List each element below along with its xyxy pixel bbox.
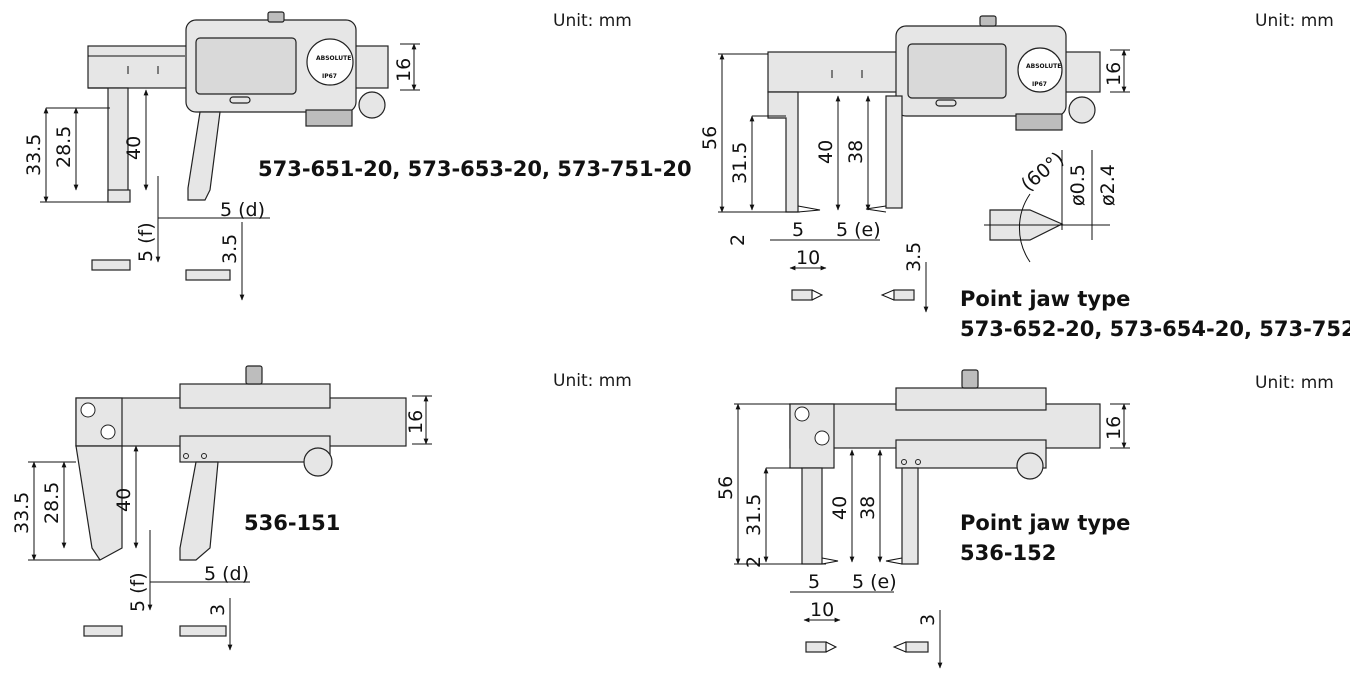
dim-31-5: 31.5 (729, 142, 751, 184)
dim-31-5: 31.5 (743, 494, 765, 536)
dim-56: 56 (715, 476, 737, 500)
logo-text: ABSOLUTE (1026, 63, 1061, 70)
dim-16: 16 (393, 58, 415, 82)
dim-3: 3 (207, 604, 229, 616)
dim-3: 3 (917, 614, 939, 626)
dim-d05: ø0.5 (1067, 164, 1089, 206)
dim-28-5: 28.5 (53, 126, 75, 168)
fixed-jaw (801, 467, 823, 565)
model-number: 573-651-20, 573-653-20, 573-751-20 (258, 157, 692, 181)
upper-slider (895, 387, 1047, 411)
unit-label: Unit: mm (1255, 373, 1334, 393)
dim-5f: 5 (f) (135, 222, 157, 262)
screw-icon (794, 406, 810, 422)
model-number: 573-652-20, 573-654-20, 573-752-20 (960, 317, 1350, 341)
dim-2: 2 (743, 556, 765, 568)
absolute-logo-icon (306, 38, 354, 86)
upper-slider (179, 383, 331, 409)
lcd-screen (907, 43, 1007, 99)
model-number: 536-151 (244, 511, 340, 535)
dim-2: 2 (727, 234, 749, 246)
moving-jaw (187, 111, 221, 201)
dim-5d: 5 (d) (220, 199, 265, 221)
dim-10: 10 (796, 247, 820, 269)
thumb-roller (358, 91, 386, 119)
lock-knob (245, 365, 263, 385)
thumb-wheel (305, 109, 353, 127)
lower-slider (895, 439, 1047, 469)
moving-jaw (179, 461, 219, 561)
unit-label: Unit: mm (553, 371, 632, 391)
model-number: 536-152 (960, 541, 1056, 565)
dim-56: 56 (699, 126, 721, 150)
dim-10: 10 (810, 599, 834, 621)
quadrant-2: Unit: mm ABSOLUTE IP67 56 31.5 40 38 2 5… (699, 11, 1350, 341)
screw-icon (814, 430, 830, 446)
dim-16: 16 (1103, 62, 1125, 86)
lock-knob (961, 369, 979, 389)
jaw-type-title: Point jaw type (960, 511, 1130, 535)
lock-knob (267, 11, 285, 23)
quadrant-4: Unit: mm 56 31.5 40 38 2 5 5 (e) 10 16 (715, 369, 1334, 669)
absolute-logo-icon (1017, 47, 1063, 93)
dim-16: 16 (1103, 416, 1125, 440)
dim-40: 40 (815, 140, 837, 164)
quadrant-3: Unit: mm 33.5 28.5 40 5 (d) 5 (f) 16 3 5… (11, 365, 632, 651)
ip-text: IP67 (322, 73, 337, 80)
dim-3-5: 3.5 (903, 242, 925, 272)
dim-38: 38 (845, 140, 867, 164)
dim-d24: ø2.4 (1097, 164, 1119, 206)
dim-16: 16 (405, 410, 427, 434)
dim-3-5: 3.5 (219, 234, 241, 264)
logo-text: ABSOLUTE (316, 55, 351, 62)
thumb-wheel (1015, 113, 1063, 131)
lcd-screen (195, 37, 297, 95)
dim-5: 5 (808, 571, 820, 593)
dim-33-5: 33.5 (11, 492, 33, 534)
thumb-roller (303, 447, 333, 477)
dim-5f: 5 (f) (127, 572, 149, 612)
fixed-jaw (767, 91, 799, 213)
screw-icon (100, 424, 116, 440)
jaw-type-title: Point jaw type (960, 287, 1130, 311)
dim-5: 5 (792, 219, 804, 241)
point-tip (797, 205, 821, 213)
quadrant-1: Unit: mm ABSOLUTE IP67 33.5 28.5 40 5 (d… (23, 11, 692, 301)
angle-arc (1018, 193, 1031, 263)
dim-40: 40 (113, 488, 135, 512)
thumb-roller (1016, 452, 1044, 480)
moving-jaw (885, 95, 903, 209)
dim-38: 38 (857, 496, 879, 520)
dim-5d: 5 (d) (204, 563, 249, 585)
dim-5e: 5 (e) (852, 571, 897, 593)
ip-text: IP67 (1032, 81, 1047, 88)
fixed-jaw (88, 87, 129, 201)
lock-knob (979, 15, 997, 27)
dim-28-5: 28.5 (41, 482, 63, 524)
moving-jaw (901, 467, 919, 565)
dim-angle: (60°) (1017, 148, 1068, 196)
dim-5e: 5 (e) (836, 219, 881, 241)
screw-icon (80, 402, 96, 418)
dim-40: 40 (829, 496, 851, 520)
dim-33-5: 33.5 (23, 134, 45, 176)
dim-40: 40 (123, 136, 145, 160)
unit-label: Unit: mm (1255, 11, 1334, 31)
unit-label: Unit: mm (553, 11, 632, 31)
fixed-jaw (75, 445, 123, 561)
thumb-roller (1068, 96, 1096, 124)
